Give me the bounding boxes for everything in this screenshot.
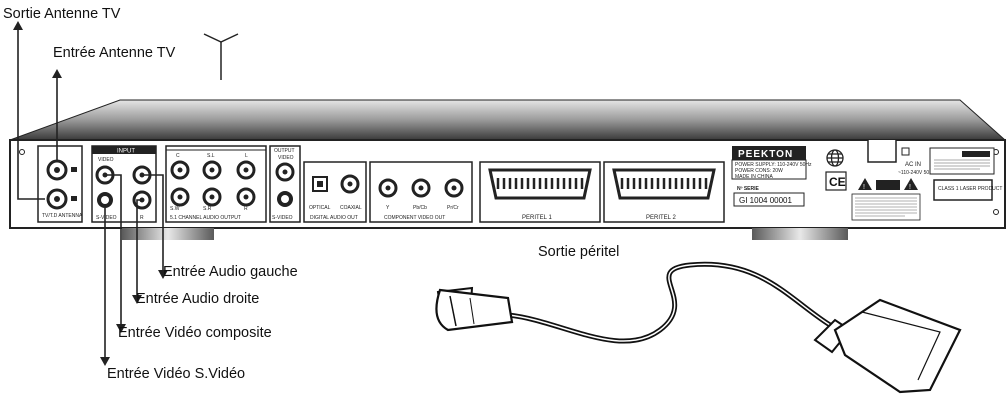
serial-number: GI 1004 00001 — [739, 196, 792, 205]
arrow-sortie-antenne — [17, 30, 45, 200]
channel-sr-label: S.R — [203, 206, 212, 212]
player-top — [9, 99, 1007, 141]
peritel-1-block: PERITEL 1 — [479, 161, 601, 223]
output-video-label: VIDEO — [278, 155, 294, 161]
svg-text:!: ! — [909, 184, 911, 191]
globe-icon — [826, 149, 844, 167]
annotation-arrows — [17, 30, 164, 357]
channel-l-label: L — [245, 153, 248, 159]
channel-sl-label: S.L — [207, 153, 215, 159]
svg-text:!: ! — [863, 184, 865, 191]
manufacturer-label — [929, 147, 995, 175]
input-label: INPUT — [117, 149, 135, 155]
y-label: Y — [386, 205, 390, 211]
label-entree-antenne-tv: Entrée Antenne TV — [53, 45, 176, 61]
rating-label: PEEKTON POWER SUPPLY: 110-240V 50Hz POWE… — [731, 146, 812, 207]
arrow-audio-gauche — [142, 174, 164, 270]
fine-print-block — [851, 193, 921, 221]
audio-51-block: C S.L L S.W S.R R 5.1 CHANNEL AUDIO OUTP… — [165, 145, 267, 223]
label-sortie-antenne-tv: Sortie Antenne TV — [3, 6, 121, 22]
class-laser-box — [933, 179, 993, 201]
ce-mark-box — [825, 171, 847, 191]
label-entree-video-composite: Entrée Vidéo composite — [118, 325, 272, 341]
label-sortie-peritel: Sortie péritel — [538, 244, 620, 260]
input-video-label: VIDEO — [98, 157, 114, 163]
tv-antenna-block: TV/T.D ANTENNA — [37, 145, 83, 223]
power-supply-text: POWER SUPPLY: 110-240V 50Hz — [735, 162, 812, 168]
component-video-out-label: COMPONENT VIDEO OUT — [384, 215, 445, 221]
peritel-1-label: PERITEL 1 — [522, 215, 552, 221]
digital-audio-out-label: DIGITAL AUDIO OUT — [310, 215, 358, 221]
output-block: OUTPUT VIDEO S-VIDEO — [269, 145, 301, 223]
scart-cable — [507, 261, 832, 344]
class-laser-label: CLASS 1 LASER PRODUCT — [938, 186, 1002, 192]
label-entree-audio-gauche: Entrée Audio gauche — [163, 264, 298, 280]
component-video-block: Y Pb/Cb Pr/Cr COMPONENT VIDEO OUT — [369, 161, 473, 223]
input-block: INPUT VIDEO S-VIDEO R — [91, 145, 157, 223]
arrow-heads — [13, 21, 168, 366]
warning-icon: ! ! — [858, 178, 918, 191]
arrow-video-composite — [105, 174, 122, 324]
scart-plug-right — [813, 298, 962, 394]
optical-label: OPTICAL — [309, 205, 331, 211]
foot-left — [122, 228, 214, 240]
input-svideo-label: S-VIDEO — [96, 215, 117, 221]
brand-logo: PEEKTON — [738, 149, 793, 160]
ac-in-label: AC IN — [905, 162, 921, 168]
arrow-audio-droite — [136, 199, 142, 295]
peritel-2-block: PERITEL 2 — [603, 161, 725, 223]
power-cons-text: POWER CONS: 20W — [735, 168, 783, 174]
output-label: OUTPUT — [274, 148, 295, 154]
channel-sw-label: S.W — [170, 206, 180, 212]
pr-label: Pr/Cr — [447, 205, 459, 211]
peritel-2-label: PERITEL 2 — [646, 215, 676, 221]
channel-r-label: R — [244, 206, 248, 212]
power-socket — [867, 140, 897, 163]
serial-label: Nº SERIE — [737, 186, 759, 192]
channel-c-label: C — [176, 153, 180, 159]
scart-plug-left — [435, 286, 514, 332]
ce-mark: CE — [829, 175, 846, 189]
input-r-label: R — [140, 215, 144, 221]
made-in-text: MADE IN CHINA — [735, 174, 773, 180]
audio-51-label: 5.1 CHANNEL AUDIO OUTPUT — [170, 215, 241, 221]
digital-audio-block: OPTICAL COAXIAL DIGITAL AUDIO OUT — [303, 161, 367, 223]
pb-label: Pb/Cb — [413, 205, 427, 211]
label-entree-audio-droite: Entrée Audio droite — [136, 291, 260, 307]
output-svideo-label: S-VIDEO — [272, 215, 293, 221]
ac-spec-label: ~110-240V 50Hz — [898, 170, 936, 176]
antenna-icon — [203, 33, 239, 80]
foot-right — [752, 228, 848, 240]
tv-antenna-label: TV/T.D ANTENNA — [42, 213, 83, 219]
dual-insulation-icon — [901, 147, 910, 156]
coaxial-label: COAXIAL — [340, 205, 362, 211]
label-entree-video-svideo: Entrée Vidéo S.Vidéo — [107, 366, 246, 382]
